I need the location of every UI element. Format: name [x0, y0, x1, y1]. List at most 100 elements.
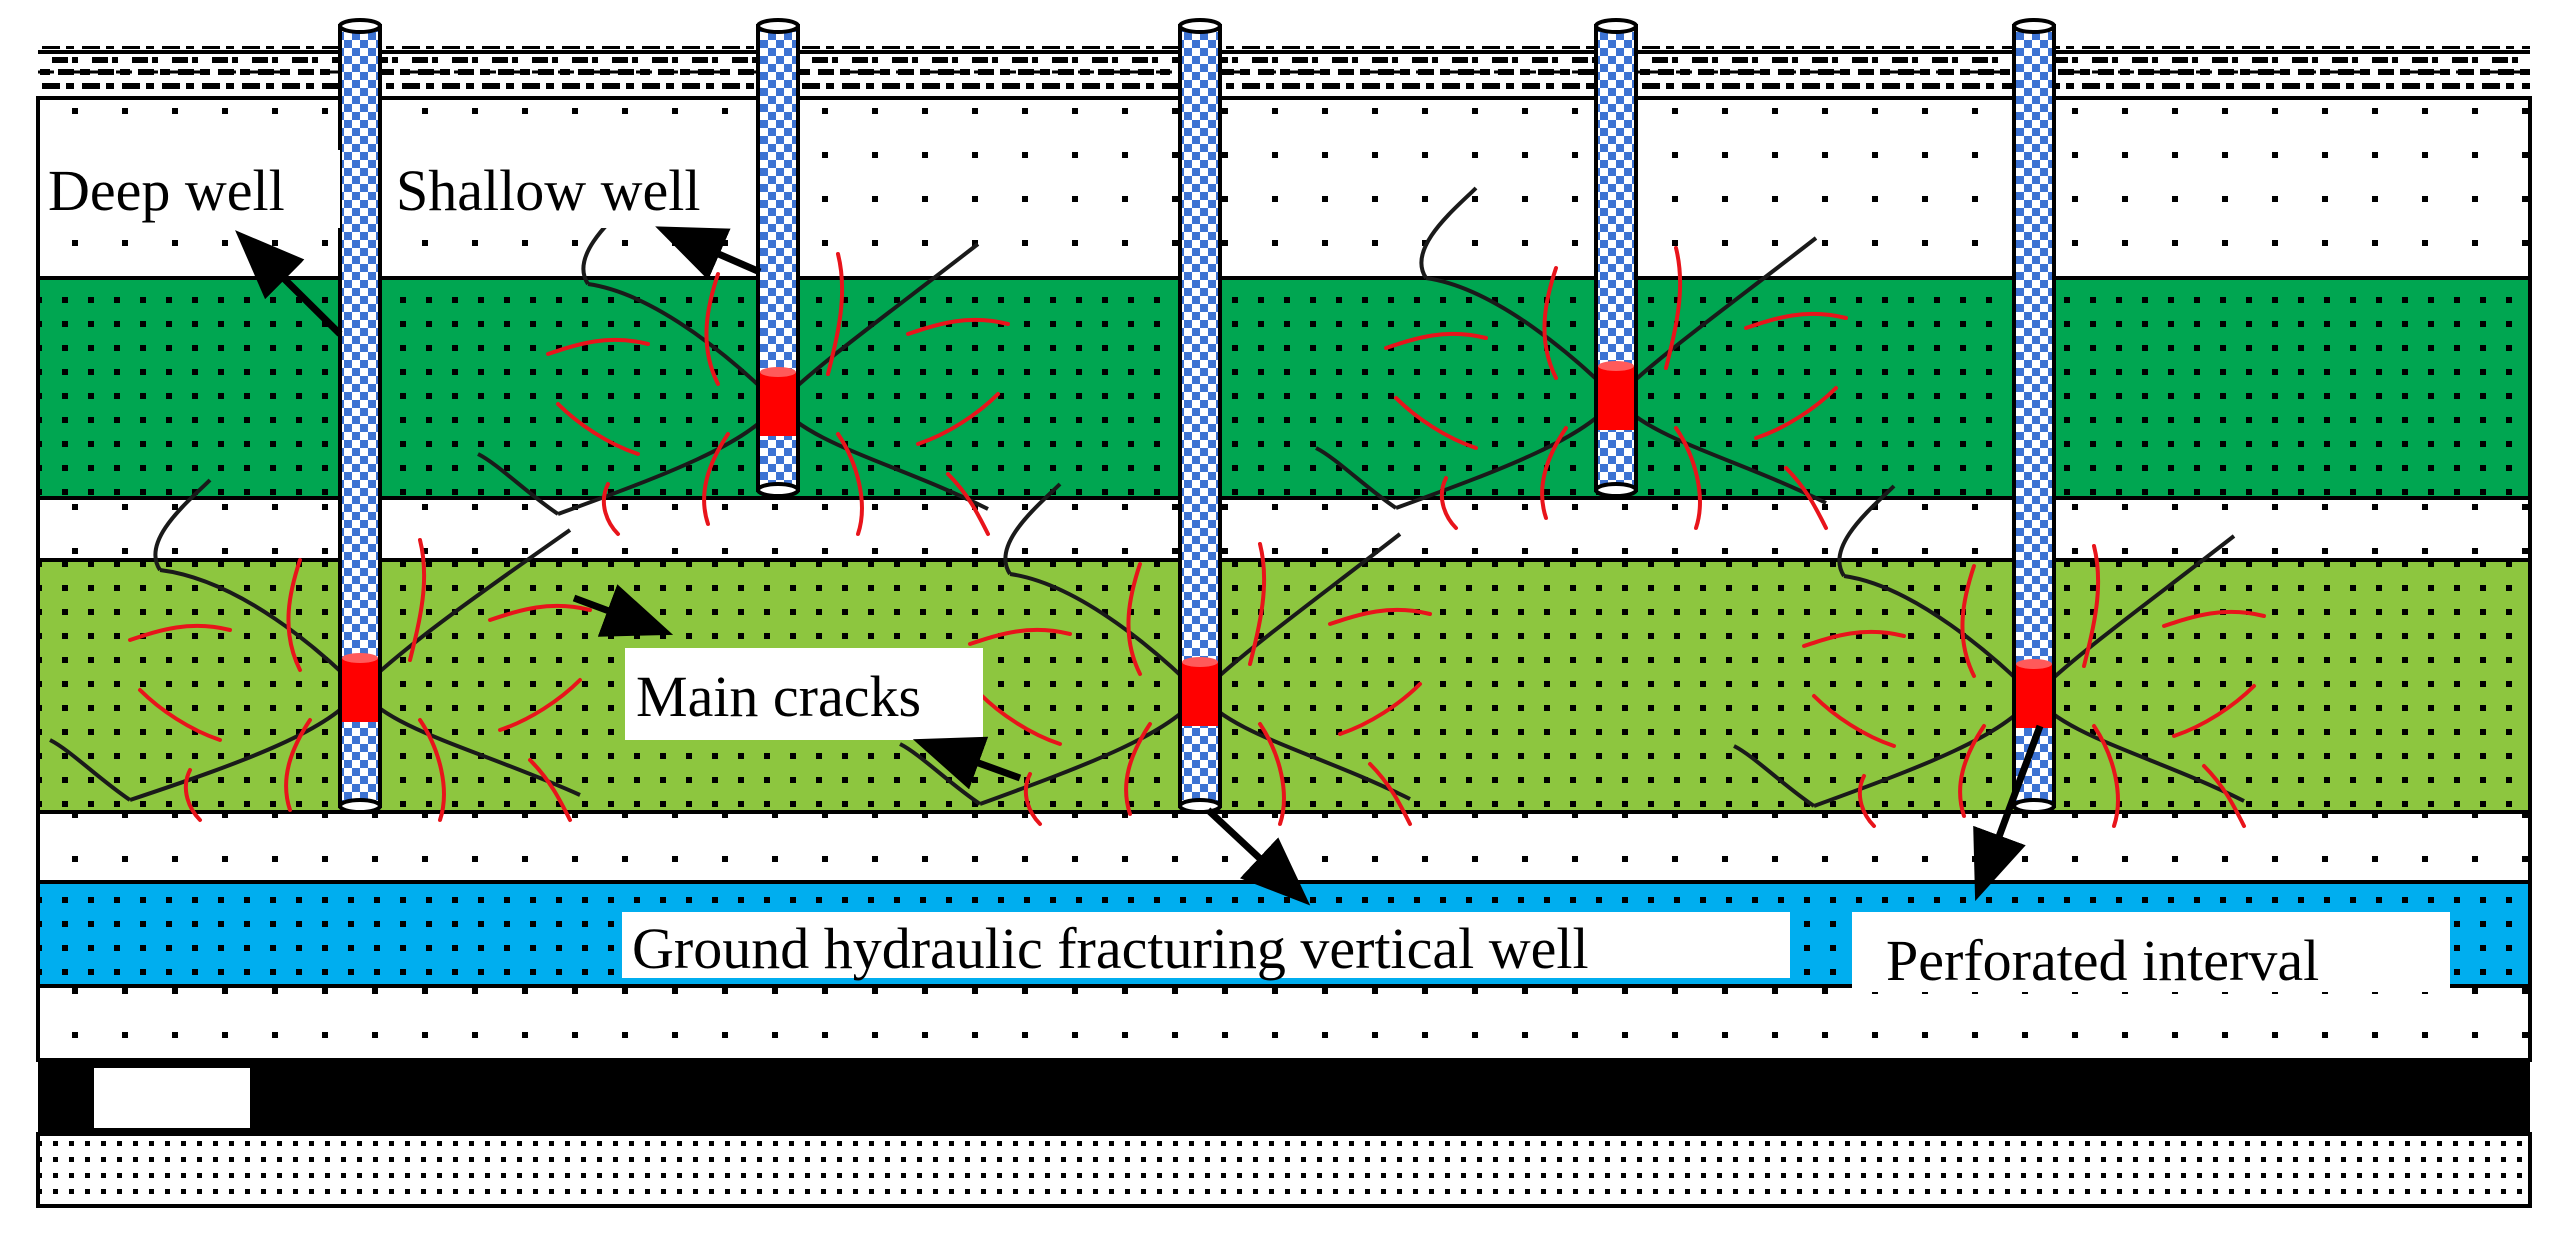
well-bottom — [756, 482, 800, 498]
secondary-crack — [1338, 682, 1422, 736]
perforated-interval-top — [2016, 659, 2052, 669]
secondary-crack — [836, 432, 864, 536]
main-crack — [1837, 484, 1896, 578]
deep-well-label: Deep well — [48, 158, 285, 223]
secondary-crack — [1958, 724, 1986, 818]
perforated-interval — [760, 372, 796, 436]
label-deep-well: Deep well — [40, 150, 340, 228]
secondary-crack — [1784, 466, 1828, 530]
secondary-crack — [702, 432, 730, 526]
main-crack — [49, 738, 132, 802]
secondary-crack — [418, 718, 446, 822]
well-bottom — [1594, 482, 1638, 498]
well-head — [756, 18, 800, 34]
label-ground-well: Ground hydraulic fracturing vertical wel… — [622, 912, 1790, 981]
main-cracks-label: Main cracks — [636, 664, 921, 729]
well-group — [338, 18, 2056, 814]
well-bottom — [338, 798, 382, 814]
secondary-crack — [138, 688, 222, 742]
main-crack — [1733, 744, 1816, 808]
secondary-crack — [128, 623, 232, 642]
secondary-crack — [1542, 266, 1558, 380]
secondary-crack — [826, 252, 845, 376]
secondary-crack — [2202, 764, 2246, 828]
secondary-crack — [183, 768, 202, 822]
perforated-interval — [2016, 664, 2052, 728]
shallow-well-arrow — [655, 226, 762, 281]
secondary-crack — [2172, 684, 2256, 738]
secondary-crack — [1126, 562, 1142, 676]
secondary-crack — [1540, 426, 1568, 520]
topsoil-layer — [38, 46, 2530, 98]
perforated-interval-top — [1182, 657, 1218, 667]
well-head — [1178, 18, 1222, 34]
stratum-middle-sandstone — [36, 496, 2532, 562]
crack-system — [1733, 484, 2266, 828]
secondary-crack — [2092, 724, 2120, 828]
pointer-arrows — [235, 226, 2044, 906]
perforated-interval — [1598, 366, 1634, 430]
label-perforated-interval: Perforated interval — [1852, 912, 2450, 993]
secondary-crack — [1384, 331, 1488, 350]
deep-well-arrow — [235, 230, 343, 337]
secondary-crack — [1023, 772, 1042, 826]
secondary-crack — [1754, 386, 1838, 440]
stratum-dark-green — [36, 276, 2532, 500]
secondary-crack — [1664, 246, 1683, 370]
secondary-crack — [556, 402, 640, 456]
secondary-crack — [2162, 609, 2266, 628]
secondary-crack — [968, 627, 1072, 646]
stratum-floor-sandstone — [36, 984, 2532, 1062]
deep-well — [2012, 18, 2056, 814]
main-crack — [1315, 446, 1398, 510]
secondary-crack — [284, 718, 312, 812]
stratum-coal — [38, 1060, 2530, 1134]
secondary-crack — [1258, 722, 1286, 826]
secondary-crack — [2082, 544, 2101, 668]
secondary-crack — [1802, 629, 1906, 648]
secondary-crack — [704, 272, 720, 386]
perforated-interval — [1182, 662, 1218, 726]
main-cracks-arrow-upper — [572, 584, 674, 637]
secondary-crack — [498, 678, 582, 732]
main-crack — [153, 478, 212, 572]
shallow-well — [1594, 18, 1638, 498]
perforated-interval-top — [1598, 361, 1634, 371]
secondary-crack — [528, 758, 572, 822]
secondary-crack — [488, 603, 592, 622]
secondary-crack — [408, 538, 427, 662]
label-main-cracks: Main cracks — [625, 648, 983, 740]
secondary-crack — [946, 472, 990, 536]
main-crack — [1003, 482, 1062, 576]
well-bottom — [2012, 798, 2056, 814]
secondary-crack — [1439, 476, 1458, 530]
well-head — [2012, 18, 2056, 34]
secondary-crack — [1812, 694, 1896, 748]
main-crack — [477, 452, 560, 516]
secondary-crack — [916, 392, 1000, 446]
well-head — [338, 18, 382, 34]
well-bottom — [1178, 798, 1222, 814]
secondary-crack — [286, 558, 302, 672]
secondary-crack — [1394, 396, 1478, 450]
label-shallow-well: Shallow well — [392, 150, 756, 228]
ground-well-arrow — [1205, 807, 1311, 906]
well-head — [1594, 18, 1638, 34]
main-crack — [1419, 186, 1478, 280]
secondary-crack — [546, 337, 650, 356]
stratum-lower-sandstone — [36, 810, 2532, 884]
main-cracks-arrow-lower — [912, 736, 1022, 790]
secondary-crack — [1248, 542, 1267, 666]
secondary-crack — [906, 317, 1010, 336]
secondary-crack — [978, 692, 1062, 746]
perforated-interval — [342, 658, 378, 722]
secondary-crack — [1857, 774, 1876, 828]
perforated-interval-top — [760, 367, 796, 377]
stratum-basement — [36, 1132, 2532, 1208]
deep-well — [1178, 18, 1222, 814]
secondary-crack — [1368, 762, 1412, 826]
perforated-interval-top — [342, 653, 378, 663]
coal-seam-inset — [94, 1068, 250, 1128]
secondary-crack — [1674, 426, 1702, 530]
